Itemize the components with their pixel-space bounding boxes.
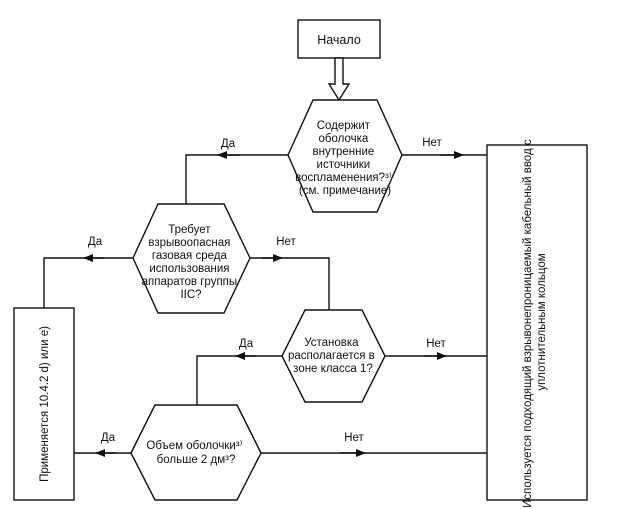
left-result-box <box>13 307 75 501</box>
q1-yes-label: Да <box>221 138 236 150</box>
start-hollow-arrow <box>327 57 351 102</box>
q1-yes-edge <box>185 154 288 206</box>
q2-text: Требует взрывоопасная газовая среда испо… <box>142 224 241 301</box>
q4-hexagon <box>130 404 262 501</box>
q1-text: Содержит оболочка внутренние источники в… <box>295 120 395 197</box>
q3-no-label: Нет <box>426 338 446 350</box>
q4-yes-label: Да <box>101 432 116 444</box>
q4-no-label: Нет <box>344 432 364 444</box>
q3-yes-label: Да <box>239 338 254 350</box>
right-result-text: Используется подходящий взрывонепроницае… <box>522 136 548 508</box>
q3-text: Установка располагается в зоне класса 1? <box>288 337 378 375</box>
q3-yes-edge <box>196 355 282 406</box>
q2-yes-label: Да <box>88 236 103 248</box>
left-result-text: Применяется 10.4.2 d) или e) <box>39 326 51 482</box>
q2-no-label: Нет <box>276 236 296 248</box>
q2-no-edge <box>250 257 330 312</box>
start-label: Начало <box>317 33 361 47</box>
q1-no-label: Нет <box>422 137 442 149</box>
q4-text: Объем оболочки³⁾ больше 2 дм³? <box>146 440 245 466</box>
start-box <box>297 19 381 59</box>
right-result-box <box>486 144 588 501</box>
q2-yes-edge <box>43 257 133 308</box>
